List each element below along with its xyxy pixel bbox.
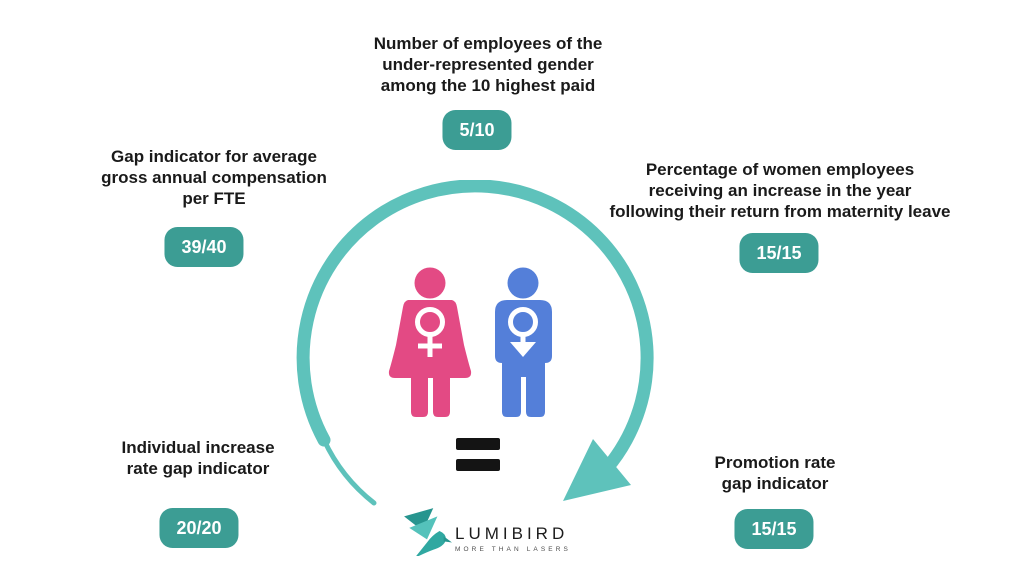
indicator-promotion-gap-score-badge: 15/15: [734, 509, 814, 549]
indicator-individual-increase-score-badge: 20/20: [159, 508, 239, 548]
indicator-compensation-gap-label: Gap indicator for average gross annual c…: [101, 147, 327, 208]
cycle-arrow-icon: [296, 180, 654, 506]
indicator-underrepresented-gender-label: Number of employees of the under-represe…: [373, 34, 603, 95]
indicator-individual-increase-label: Individual increase rate gap indicator: [121, 438, 275, 478]
hummingbird-icon: [404, 508, 452, 556]
lumibird-logo: LUMIBIRD MORE THAN LASERS: [402, 506, 571, 556]
logo-tagline: MORE THAN LASERS: [455, 546, 571, 553]
female-symbol-icon: [415, 307, 445, 357]
female-figure-icon: [388, 267, 472, 417]
male-symbol-icon: [508, 307, 538, 357]
logo-text-block: LUMIBIRD MORE THAN LASERS: [455, 524, 571, 556]
logo-name: LUMIBIRD: [455, 524, 569, 543]
gender-equality-graphic: [296, 180, 654, 506]
equals-icon: [456, 438, 500, 471]
indicator-underrepresented-gender-score-badge: 5/10: [442, 110, 512, 150]
male-figure-icon: [495, 267, 552, 417]
indicator-maternity-increase-label: Percentage of women employees receiving …: [609, 160, 951, 221]
indicator-maternity-increase-score-badge: 15/15: [739, 233, 819, 273]
indicator-promotion-gap-label: Promotion rate gap indicator: [714, 453, 836, 493]
indicator-compensation-gap-score-badge: 39/40: [164, 227, 244, 267]
